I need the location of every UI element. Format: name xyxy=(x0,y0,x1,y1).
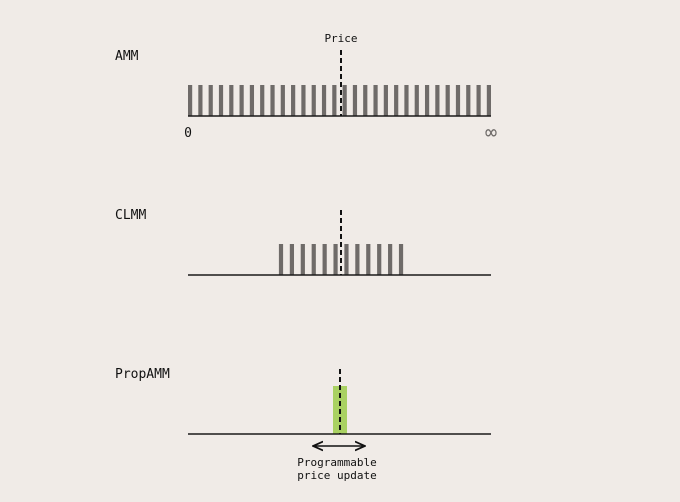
clmm-bar-12 xyxy=(398,244,404,275)
panel-label-propamm: PropAMM xyxy=(115,367,170,382)
amm-bar-21 xyxy=(394,85,399,116)
liquidity-bars-amm xyxy=(188,85,491,116)
panel-propamm: PropAMM Programmable price update xyxy=(115,367,491,482)
amm-bar-7 xyxy=(249,85,255,116)
amm-bar-15 xyxy=(332,85,337,116)
amm-bar-5 xyxy=(229,85,234,116)
amm-bar-19 xyxy=(373,85,378,116)
liquidity-bars-clmm xyxy=(278,244,404,275)
clmm-bar-11 xyxy=(388,244,393,275)
amm-bar-30 xyxy=(486,85,491,116)
amm-bar-16 xyxy=(342,85,347,116)
clmm-bar-7 xyxy=(344,244,349,275)
amm-bar-28 xyxy=(466,85,471,116)
clmm-bar-2 xyxy=(289,244,295,275)
amm-bar-29 xyxy=(476,85,481,116)
amm-bar-14 xyxy=(321,85,327,116)
amm-bar-22 xyxy=(404,85,409,116)
panel-label-amm: AMM xyxy=(115,49,139,64)
amm-bar-10 xyxy=(280,85,285,116)
amm-bar-4 xyxy=(218,85,224,116)
clmm-bar-1 xyxy=(278,244,284,275)
axis-start-label: 0 xyxy=(184,126,192,141)
amm-bar-6 xyxy=(239,85,244,116)
amm-bar-11 xyxy=(291,85,296,116)
caption-line-2: price update xyxy=(297,469,376,482)
clmm-bar-8 xyxy=(355,244,360,275)
price-label: Price xyxy=(324,32,357,45)
amm-bar-27 xyxy=(455,85,461,116)
amm-bar-24 xyxy=(424,85,430,116)
clmm-bar-9 xyxy=(366,244,371,275)
amm-bar-3 xyxy=(208,85,213,116)
amm-bar-18 xyxy=(363,85,368,116)
amm-bar-26 xyxy=(445,85,450,116)
amm-bar-17 xyxy=(352,85,358,116)
clmm-bar-3 xyxy=(300,244,305,275)
axis-end-label: ∞ xyxy=(485,120,497,144)
clmm-bar-6 xyxy=(333,244,338,275)
clmm-bar-5 xyxy=(322,244,327,275)
panel-label-clmm: CLMM xyxy=(115,208,146,223)
amm-bar-8 xyxy=(260,85,265,116)
amm-bar-25 xyxy=(435,85,440,116)
panel-clmm: CLMM xyxy=(115,208,491,276)
amm-bar-23 xyxy=(414,85,419,116)
amm-bar-1 xyxy=(188,85,193,116)
clmm-bar-4 xyxy=(311,244,316,275)
caption-line-1: Programmable xyxy=(297,456,376,469)
amm-bar-20 xyxy=(383,85,388,116)
clmm-bar-10 xyxy=(377,244,382,275)
amm-bar-9 xyxy=(270,85,275,116)
amm-bar-13 xyxy=(311,85,316,116)
panel-amm: AMM 0 ∞ xyxy=(115,49,497,144)
amm-bar-2 xyxy=(198,85,203,116)
amm-bar-12 xyxy=(301,85,306,116)
